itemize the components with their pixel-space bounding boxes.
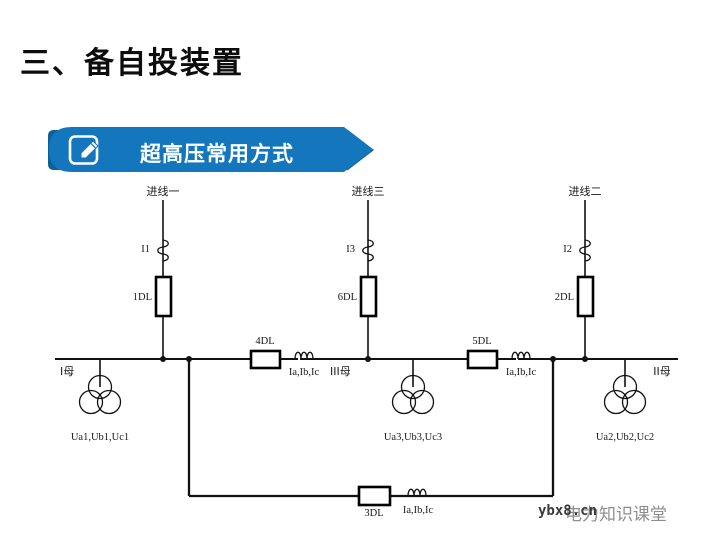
tie-4DL: 4DL Ia,Ib,Ic	[248, 336, 319, 378]
busbar-II: II母 Ua2,Ub2,Uc2	[518, 356, 678, 443]
label-breaker-2DL: 2DL	[555, 292, 574, 303]
label-bus-I: I母	[60, 365, 74, 378]
label-bus-III: III母	[330, 365, 351, 378]
banner-label: 超高压常用方式	[140, 142, 294, 166]
breaker-2DL[interactable]	[576, 275, 595, 318]
page-title: 三、备自投装置	[20, 46, 244, 81]
label-current-i2: I2	[563, 244, 572, 255]
label-breaker-6DL: 6DL	[338, 292, 357, 303]
label-breaker-3DL: 3DL	[364, 508, 383, 519]
breaker-3DL[interactable]	[357, 485, 392, 507]
label-ct-4DL: Ia,Ib,Ic	[289, 367, 320, 378]
label-incoming-line-3: 进线三	[352, 184, 385, 198]
label-ct-3DL: Ia,Ib,Ic	[403, 505, 434, 516]
watermark-grey-text: 电力知识课堂	[565, 505, 667, 525]
feeder-incoming-line-3: 进线三 I3 6DL	[338, 184, 385, 362]
label-current-i1: I1	[141, 244, 150, 255]
label-ct-5DL: Ia,Ib,Ic	[506, 367, 537, 378]
label-breaker-4DL: 4DL	[255, 336, 274, 347]
label-vt-bus-III: Ua3,Ub3,Uc3	[384, 432, 442, 443]
label-breaker-1DL: 1DL	[133, 292, 152, 303]
feeder-incoming-line-1: 进线一 I1 1DL	[133, 184, 180, 362]
tie-3DL: 3DL Ia,Ib,Ic	[187, 359, 555, 519]
banner-body	[49, 127, 373, 172]
breaker-4DL[interactable]	[249, 349, 282, 370]
watermark-site-text: ybx8.cn	[538, 503, 598, 519]
breaker-6DL[interactable]	[359, 275, 378, 318]
label-bus-II: II母	[653, 365, 671, 378]
label-vt-bus-I: Ua1,Ub1,Uc1	[71, 432, 129, 443]
section-banner: 超高压常用方式	[48, 126, 378, 174]
tie-5DL: 5DL Ia,Ib,Ic	[465, 336, 536, 378]
label-incoming-line-2: 进线二	[569, 184, 602, 198]
breaker-1DL[interactable]	[154, 275, 173, 318]
label-current-i3: I3	[346, 244, 355, 255]
label-vt-bus-II: Ua2,Ub2,Uc2	[596, 432, 654, 443]
breaker-5DL[interactable]	[466, 349, 499, 370]
busbar-III: III母 Ua3,Ub3,Uc3	[300, 357, 465, 443]
busbar-I: I母 Ua1,Ub1,Uc1	[55, 356, 248, 443]
label-breaker-5DL: 5DL	[472, 336, 491, 347]
edit-pencil-square-icon	[68, 135, 99, 165]
banner-shape	[48, 127, 374, 172]
label-incoming-line-1: 进线一	[147, 184, 180, 198]
feeder-incoming-line-2: 进线二 I2 2DL	[555, 184, 602, 362]
